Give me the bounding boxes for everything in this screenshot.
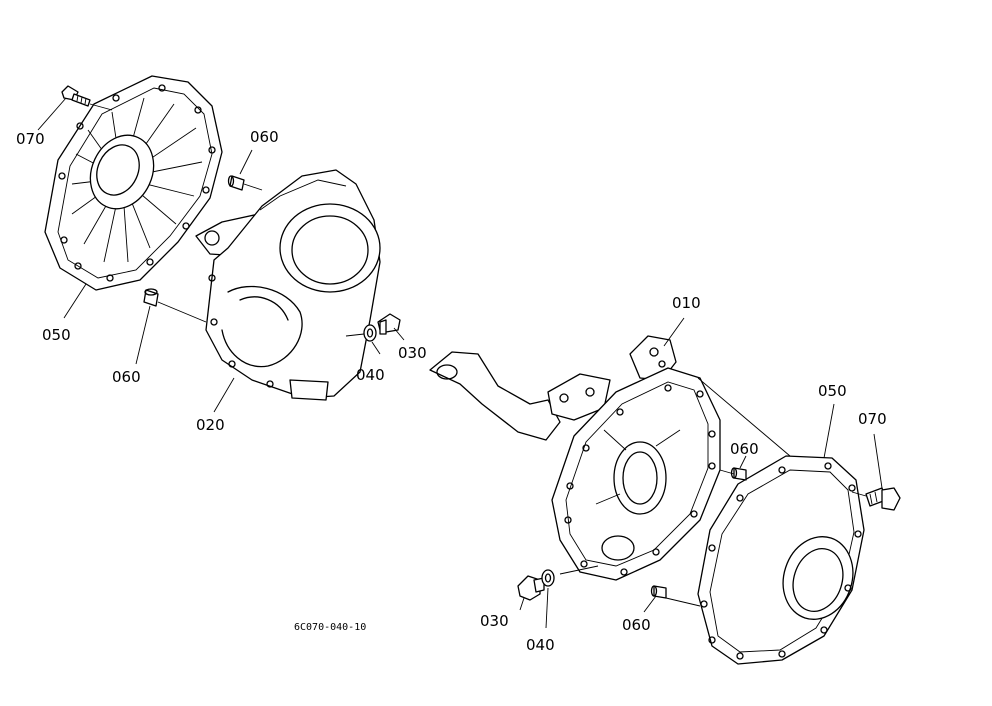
callout-040-bottom: 040 [526, 636, 555, 654]
callout-050-right: 050 [818, 382, 847, 400]
callout-050-left: 050 [42, 326, 71, 344]
right-bolt-070 [865, 487, 901, 511]
bolt-030-top [377, 313, 401, 335]
callout-040-top: 040 [356, 366, 385, 384]
bolt-030-bottom [517, 575, 545, 601]
callout-060-left-bottom: 060 [112, 368, 141, 386]
callout-060-right-top: 060 [730, 440, 759, 458]
left-dowel-pin-top [227, 175, 245, 191]
washer-040-bottom [541, 569, 555, 587]
callout-060-left-top: 060 [250, 128, 279, 146]
callout-070-left: 070 [16, 130, 45, 148]
leader-lines [37, 97, 883, 629]
callout-060-right-bottom: 060 [622, 616, 651, 634]
left-cover-part [44, 75, 223, 291]
housing-part-020 [195, 169, 381, 401]
callout-070-right: 070 [858, 410, 887, 428]
left-dowel-pin-bottom [143, 288, 159, 307]
callout-010: 010 [672, 294, 701, 312]
right-cover-part [697, 455, 865, 665]
housing-part-010 [429, 335, 721, 581]
washer-040-top [363, 324, 377, 342]
right-dowel-pin-top [730, 467, 747, 481]
callout-020: 020 [196, 416, 225, 434]
right-dowel-pin-bottom [650, 585, 667, 599]
callout-030-bottom: 030 [480, 612, 509, 630]
drawing-code: 6C070-040-10 [294, 622, 366, 633]
left-bolt-070 [61, 85, 91, 107]
callout-030-top: 030 [398, 344, 427, 362]
